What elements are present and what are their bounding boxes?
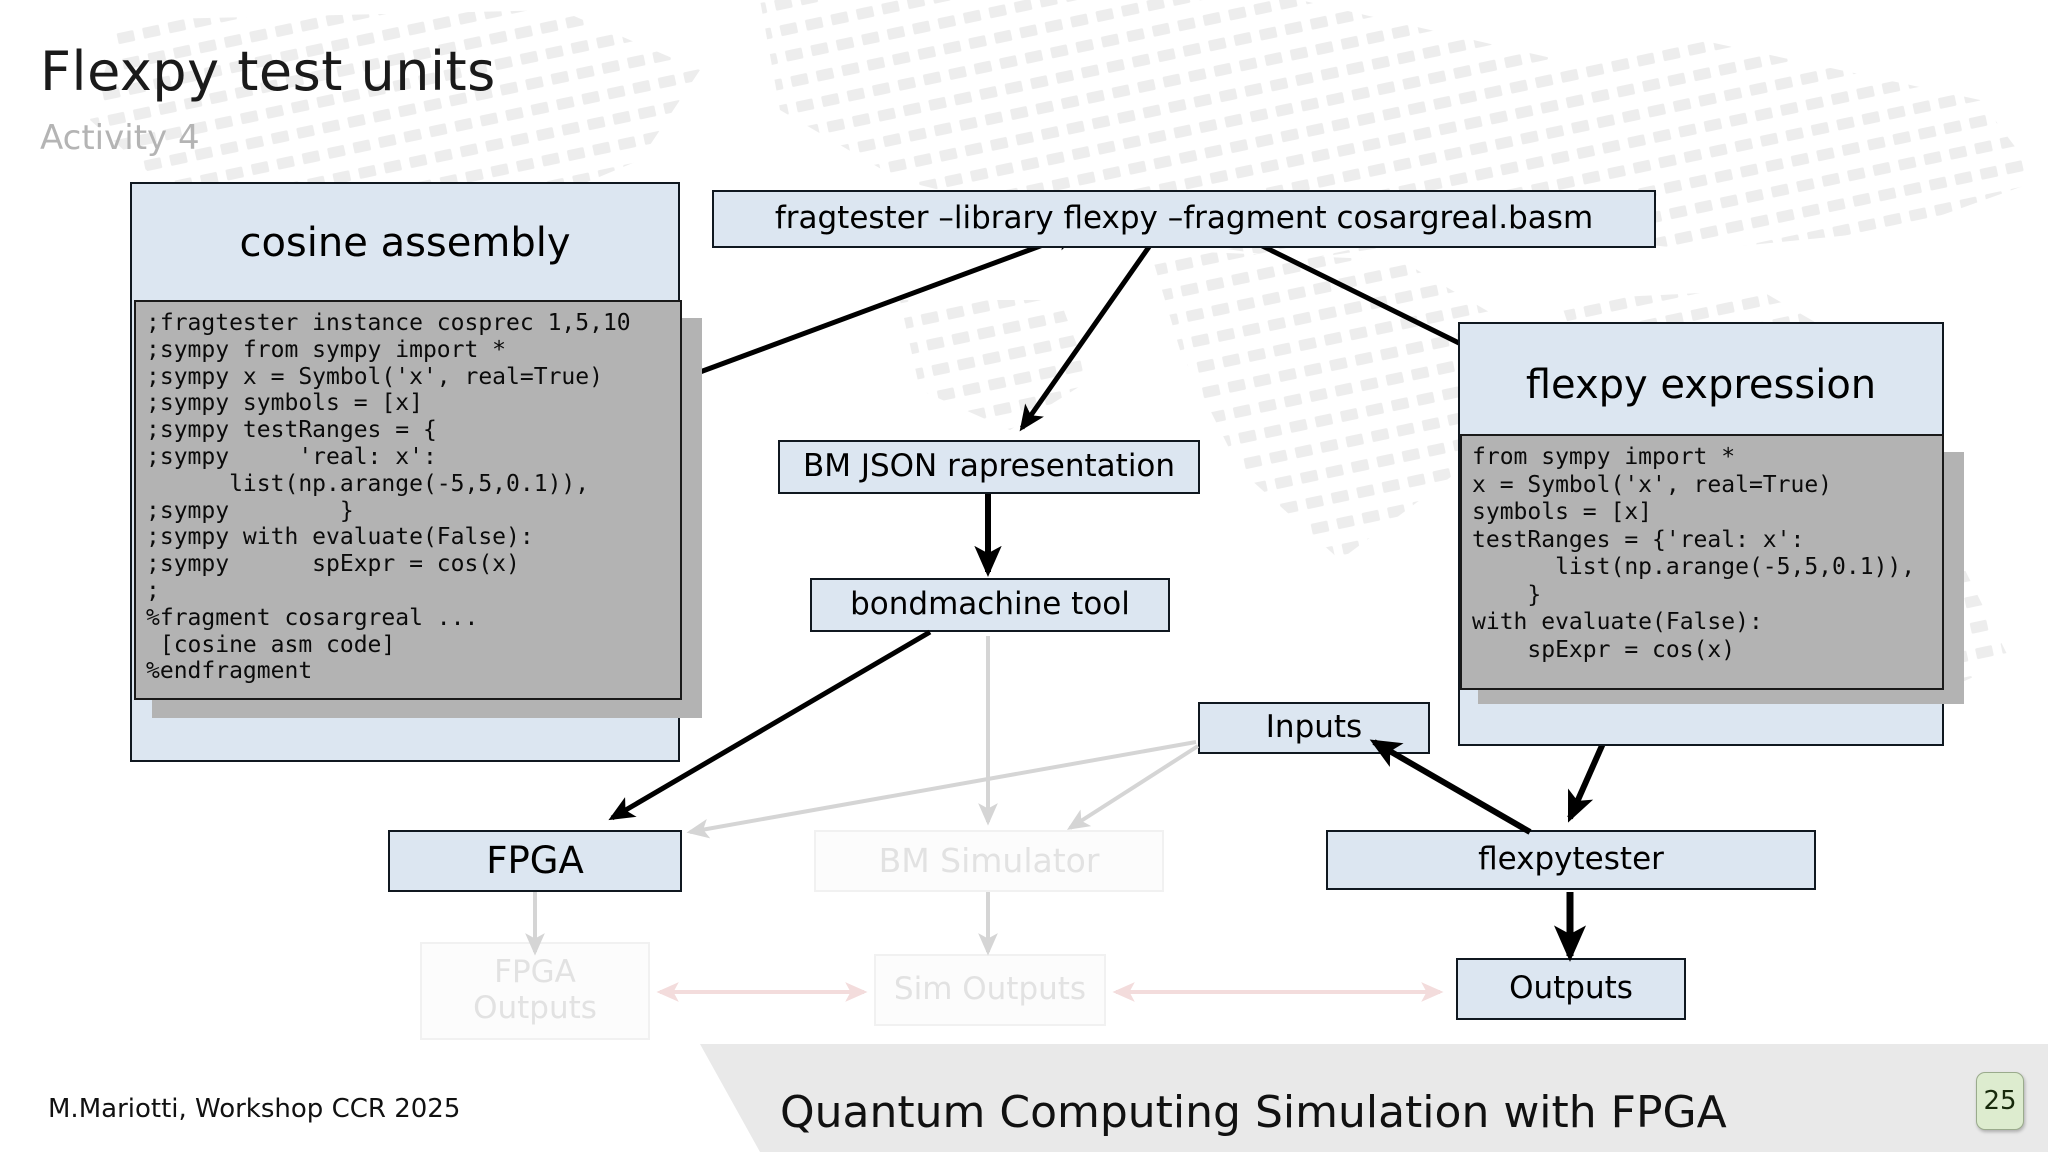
- arrow-flexpytester-to-inputs: [1369, 739, 1532, 835]
- bondmachine-tool-label: bondmachine tool: [850, 586, 1130, 623]
- command-box[interactable]: fragtester –library flexpy –fragment cos…: [712, 190, 1656, 248]
- inputs-label: Inputs: [1265, 709, 1363, 746]
- arrow-inputs-to-simulator: [1066, 744, 1200, 830]
- arrow-inputs-to-fpga: [686, 740, 1197, 839]
- sim-outputs-label: Sim Outputs: [893, 971, 1087, 1008]
- footer-band-left: [0, 1044, 760, 1152]
- page-number-badge: 25: [1976, 1072, 2024, 1130]
- flexpy-expression-title: flexpy expression: [1525, 362, 1877, 408]
- page-subtitle: Activity 4: [40, 118, 200, 158]
- arrow-command-to-bmjson: [1019, 232, 1161, 432]
- outputs-label: Outputs: [1509, 970, 1633, 1007]
- cosine-assembly-code: ;fragtester instance cosprec 1,5,10 ;sym…: [134, 300, 682, 700]
- footer-author: M.Mariotti, Workshop CCR 2025: [48, 1094, 461, 1124]
- bondmachine-tool-box[interactable]: bondmachine tool: [810, 578, 1170, 632]
- flexpytester-label: flexpytester: [1478, 841, 1664, 878]
- fpga-outputs-box[interactable]: FPGA Outputs: [420, 942, 650, 1040]
- fpga-box[interactable]: FPGA: [388, 830, 682, 892]
- flexpytester-box[interactable]: flexpytester: [1326, 830, 1816, 890]
- inputs-box[interactable]: Inputs: [1198, 702, 1430, 754]
- page-title: Flexpy test units: [40, 40, 496, 103]
- footer-title: Quantum Computing Simulation with FPGA: [780, 1087, 1727, 1138]
- fpga-label: FPGA: [486, 838, 584, 882]
- bm-simulator-box[interactable]: BM Simulator: [814, 830, 1164, 892]
- cosine-assembly-title: cosine assembly: [239, 220, 571, 266]
- bm-json-label: BM JSON rapresentation: [802, 448, 1176, 485]
- arrow-cosine-to-command: [699, 228, 1082, 375]
- command-box-label: fragtester –library flexpy –fragment cos…: [774, 200, 1594, 237]
- bm-simulator-label: BM Simulator: [878, 841, 1100, 881]
- sim-outputs-box[interactable]: Sim Outputs: [874, 954, 1106, 1026]
- flexpy-expression-code: from sympy import * x = Symbol('x', real…: [1460, 434, 1944, 690]
- outputs-box[interactable]: Outputs: [1456, 958, 1686, 1020]
- bm-json-box[interactable]: BM JSON rapresentation: [778, 440, 1200, 494]
- fpga-outputs-label: FPGA Outputs: [473, 954, 597, 1026]
